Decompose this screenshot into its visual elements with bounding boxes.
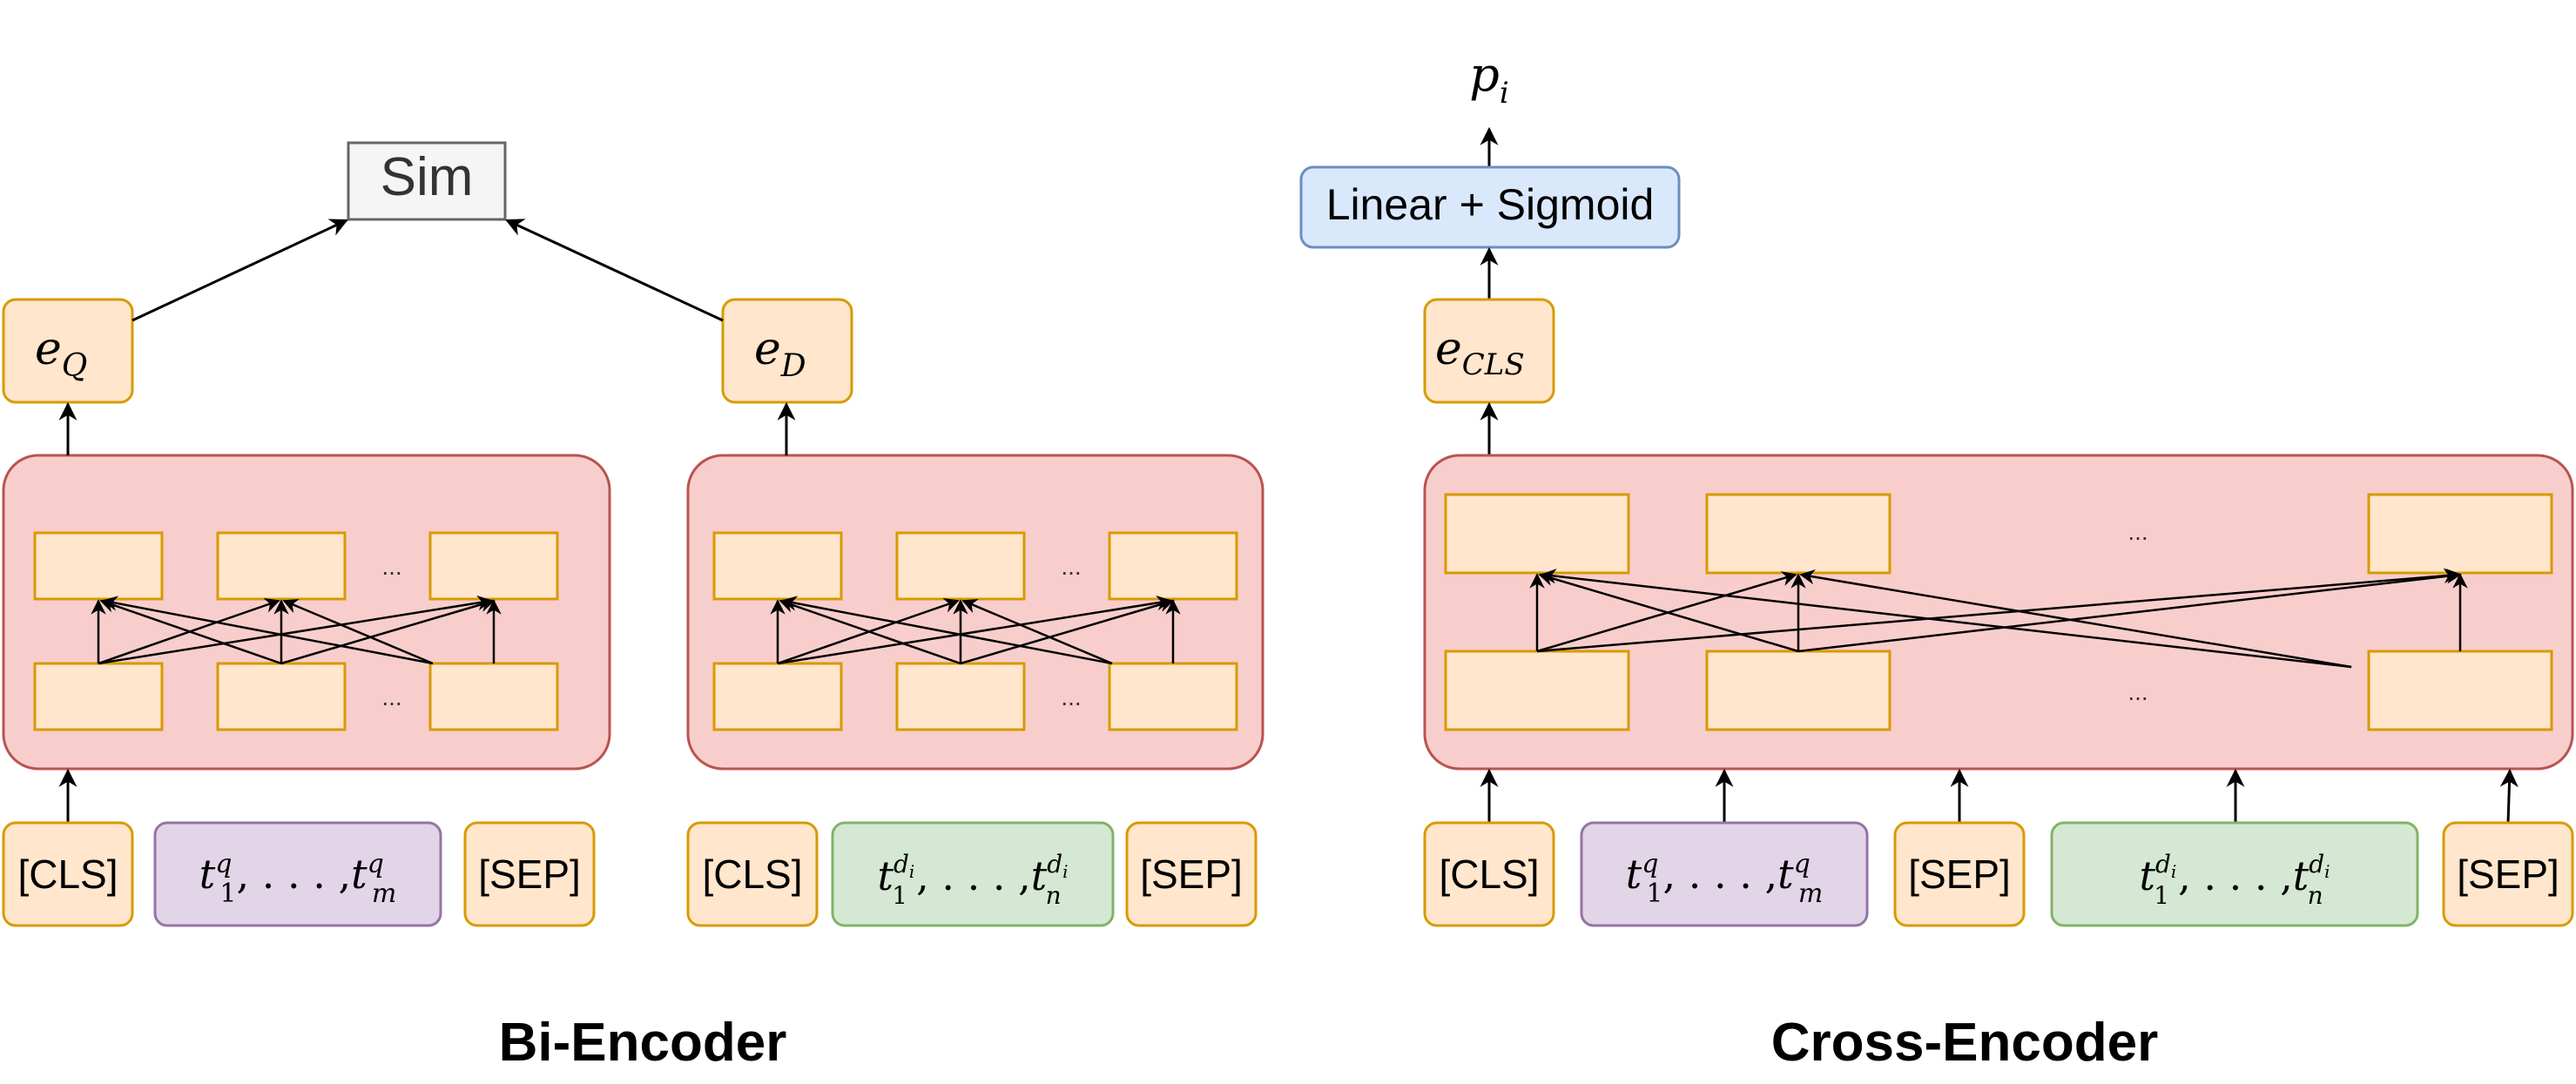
bi-encoder: Sim eQ eD ... ... xyxy=(2,141,1264,1073)
cross-input-arrows xyxy=(1480,768,2519,824)
query-sep-token xyxy=(463,821,596,927)
query-cls-token xyxy=(2,821,134,927)
cross-cls-token xyxy=(1423,821,1555,927)
cross-encoder-lower-ellipsis: ... xyxy=(2128,678,2148,705)
sim-box xyxy=(347,141,507,221)
query-encoder-upper-ellipsis: ... xyxy=(381,553,401,580)
cross-sep-label-2: [SEP] xyxy=(2457,852,2559,897)
doc-encoder-upper-node-1 xyxy=(712,531,843,601)
cross-sep-token-2 xyxy=(2442,821,2574,927)
query-encoder-upper-node-2 xyxy=(216,531,347,601)
query-encoder-lower-ellipsis: ... xyxy=(381,683,401,710)
cross-doc-tokens-box xyxy=(2050,821,2419,927)
query-embedding-label: eQ xyxy=(35,323,87,384)
doc-encoder-lower-ellipsis: ... xyxy=(1061,683,1081,710)
doc-encoder-attention-arrows xyxy=(770,595,1181,665)
cross-encoder-upper-ellipsis: ... xyxy=(2128,518,2148,545)
doc-encoder-lower-node-3 xyxy=(1108,662,1238,731)
doc-encoder-lower-node-1 xyxy=(712,662,843,731)
cross-encoder: pi Linear + Sigmoid eCLS ... ... xyxy=(1299,47,2574,1073)
query-cls-label: [CLS] xyxy=(17,852,118,897)
doc-encoder-upper-node-2 xyxy=(895,531,1026,601)
cross-encoder-upper-node-1 xyxy=(1444,493,1630,575)
doc-tokens-box xyxy=(831,821,1115,927)
cross-encoder-lower-node-1 xyxy=(1444,650,1630,731)
linear-sigmoid-label: Linear + Sigmoid xyxy=(1326,180,1655,229)
doc-sep-token xyxy=(1125,821,1258,927)
query-encoder-lower-node-1 xyxy=(33,662,164,731)
cls-embedding-label: eCLS xyxy=(1435,323,1525,382)
cross-encoder-upper-node-2 xyxy=(1705,493,1892,575)
query-encoder-lower-node-3 xyxy=(428,662,559,731)
query-encoder-upper-node-3 xyxy=(428,531,559,601)
query-encoder-attention-arrows xyxy=(91,595,502,665)
cross-query-tokens-box xyxy=(1580,821,1869,927)
arrow-eq-to-sim xyxy=(131,219,348,322)
sim-label: Sim xyxy=(381,147,474,207)
doc-encoder-upper-node-3 xyxy=(1108,531,1238,601)
doc-sep-label: [SEP] xyxy=(1140,852,1243,897)
cross-encoder-title: Cross-Encoder xyxy=(1771,1013,2158,1073)
query-sep-label: [SEP] xyxy=(478,852,581,897)
cross-sep-token-1 xyxy=(1893,821,2026,927)
query-tokens-box xyxy=(153,821,442,927)
output-probability-label: pi xyxy=(1469,47,1508,111)
query-encoder-lower-node-2 xyxy=(216,662,347,731)
arrow-ed-to-sim xyxy=(505,219,724,322)
cross-encoder-lower-node-2 xyxy=(1705,650,1892,731)
doc-embedding-label: eD xyxy=(754,323,806,384)
bi-encoder-title: Bi-Encoder xyxy=(499,1013,787,1073)
cross-encoder-lower-node-3 xyxy=(2367,650,2553,731)
cross-encoder-attention-arrows xyxy=(1529,568,2468,669)
query-encoder-upper-node-1 xyxy=(33,531,164,601)
doc-encoder-upper-ellipsis: ... xyxy=(1061,553,1081,580)
doc-encoder-lower-node-2 xyxy=(895,662,1026,731)
cross-sep-label-1: [SEP] xyxy=(1908,852,2011,897)
cross-encoder-upper-node-3 xyxy=(2367,493,2553,575)
doc-cls-label: [CLS] xyxy=(702,852,802,897)
doc-cls-token xyxy=(686,821,819,927)
cross-cls-label: [CLS] xyxy=(1439,852,1539,897)
